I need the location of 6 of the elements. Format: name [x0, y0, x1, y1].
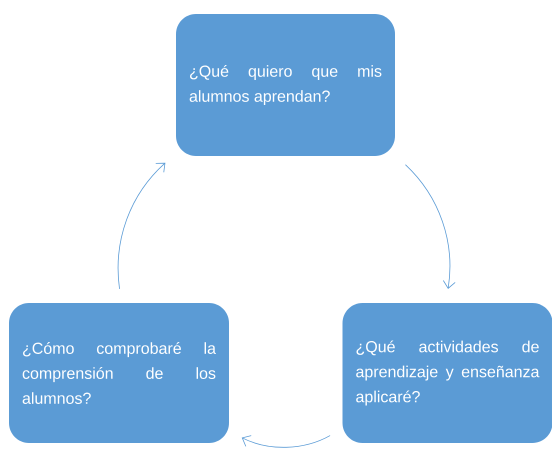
arrow	[118, 162, 166, 290]
arrow	[405, 164, 456, 289]
process-box: ¿Qué quiero que mis alumnos aprendan?	[176, 14, 395, 156]
arrow	[242, 435, 330, 448]
process-box: ¿Cómo comprobaré la comprensión de los alumnos?	[9, 303, 229, 443]
process-box: ¿Qué actividades de aprendizaje y enseñanza aplicaré?	[342, 303, 552, 443]
